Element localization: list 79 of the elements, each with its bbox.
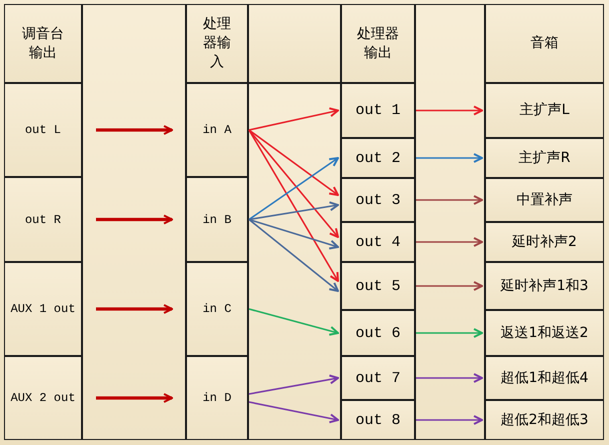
processor-output-cell	[341, 222, 415, 262]
cell-text: 返送1和返送2	[500, 324, 588, 342]
cell-text: 调音台输出	[21, 24, 65, 62]
cell-text: 延时补声2	[512, 232, 577, 252]
cell-text: 超低1和超低4	[500, 368, 588, 388]
arrow	[248, 218, 339, 250]
arrow	[416, 281, 483, 291]
mixer-output-cell	[4, 177, 82, 262]
processor-output-cell	[341, 356, 415, 400]
cell-text: out 8	[355, 412, 400, 428]
arrow	[248, 201, 339, 220]
cell-text: 处理器输入	[202, 15, 232, 72]
cell-text: 主扩声L	[520, 101, 570, 120]
cell-text: in A	[202, 123, 232, 137]
arrow	[416, 373, 483, 383]
cell-text: out 5	[355, 278, 400, 294]
arrow	[96, 125, 173, 135]
processor-input-cell	[186, 83, 248, 177]
mixer-output-cell	[4, 356, 82, 440]
processor-input-cell	[186, 356, 248, 440]
cell-text: AUX 2 out	[10, 391, 76, 405]
arrow	[248, 129, 339, 196]
arrow	[416, 106, 483, 116]
cell-text: 音箱	[530, 34, 558, 53]
arrow	[248, 308, 339, 336]
speaker-cell	[485, 178, 604, 222]
cell-text: out 7	[355, 370, 400, 386]
speaker-cell	[485, 138, 604, 178]
cell-text: out 6	[355, 324, 400, 342]
cell-text: out R	[24, 212, 61, 226]
speaker-cell	[485, 310, 604, 356]
arrow	[248, 157, 339, 220]
arrow	[248, 218, 339, 292]
processor-output-cell	[341, 262, 415, 310]
cell-text: in D	[202, 391, 232, 405]
cell-text: out L	[24, 123, 61, 137]
arrow	[416, 195, 483, 205]
cell-text: 处理器输出	[356, 24, 400, 62]
arrow	[416, 328, 483, 338]
speaker-cell	[485, 262, 604, 310]
cell-text: out 1	[355, 102, 400, 119]
arrow	[248, 401, 339, 424]
processor-output-cell	[341, 400, 415, 440]
header-cell	[186, 4, 248, 83]
cell-text: in C	[202, 302, 232, 316]
cell-text: out 3	[355, 192, 400, 208]
header-cell	[485, 4, 604, 83]
processor-input-cell	[186, 262, 248, 356]
cell-text: AUX 1 out	[10, 302, 76, 316]
speaker-cell	[485, 400, 604, 440]
speaker-cell	[485, 222, 604, 262]
arrow	[416, 415, 483, 425]
cell-text: out 4	[355, 234, 400, 250]
arrow	[248, 129, 339, 238]
mixer-output-cell	[4, 262, 82, 356]
arrow	[248, 130, 339, 282]
arrow	[96, 214, 173, 224]
arrow	[96, 304, 173, 314]
cell-text: 延时补声1和3	[500, 276, 588, 296]
arrow	[96, 393, 173, 403]
processor-output-cell	[341, 178, 415, 222]
arrow	[416, 237, 483, 247]
header-cell	[4, 4, 82, 83]
header-cell	[341, 4, 415, 83]
processor-output-cell	[341, 138, 415, 178]
cell-text: 中置补声	[516, 190, 572, 210]
arrow	[416, 153, 483, 163]
cell-text: 超低2和超低3	[500, 410, 588, 430]
processor-output-cell	[341, 310, 415, 356]
cell-text: 主扩声R	[518, 148, 570, 168]
speaker-cell	[485, 83, 604, 138]
processor-input-cell	[186, 177, 248, 262]
arrow	[248, 107, 339, 131]
cell-text: in B	[202, 212, 232, 226]
arrow	[248, 374, 339, 395]
cell-text: out 2	[355, 150, 400, 166]
mixer-output-cell	[4, 83, 82, 177]
speaker-cell	[485, 356, 604, 400]
processor-output-cell	[341, 83, 415, 138]
